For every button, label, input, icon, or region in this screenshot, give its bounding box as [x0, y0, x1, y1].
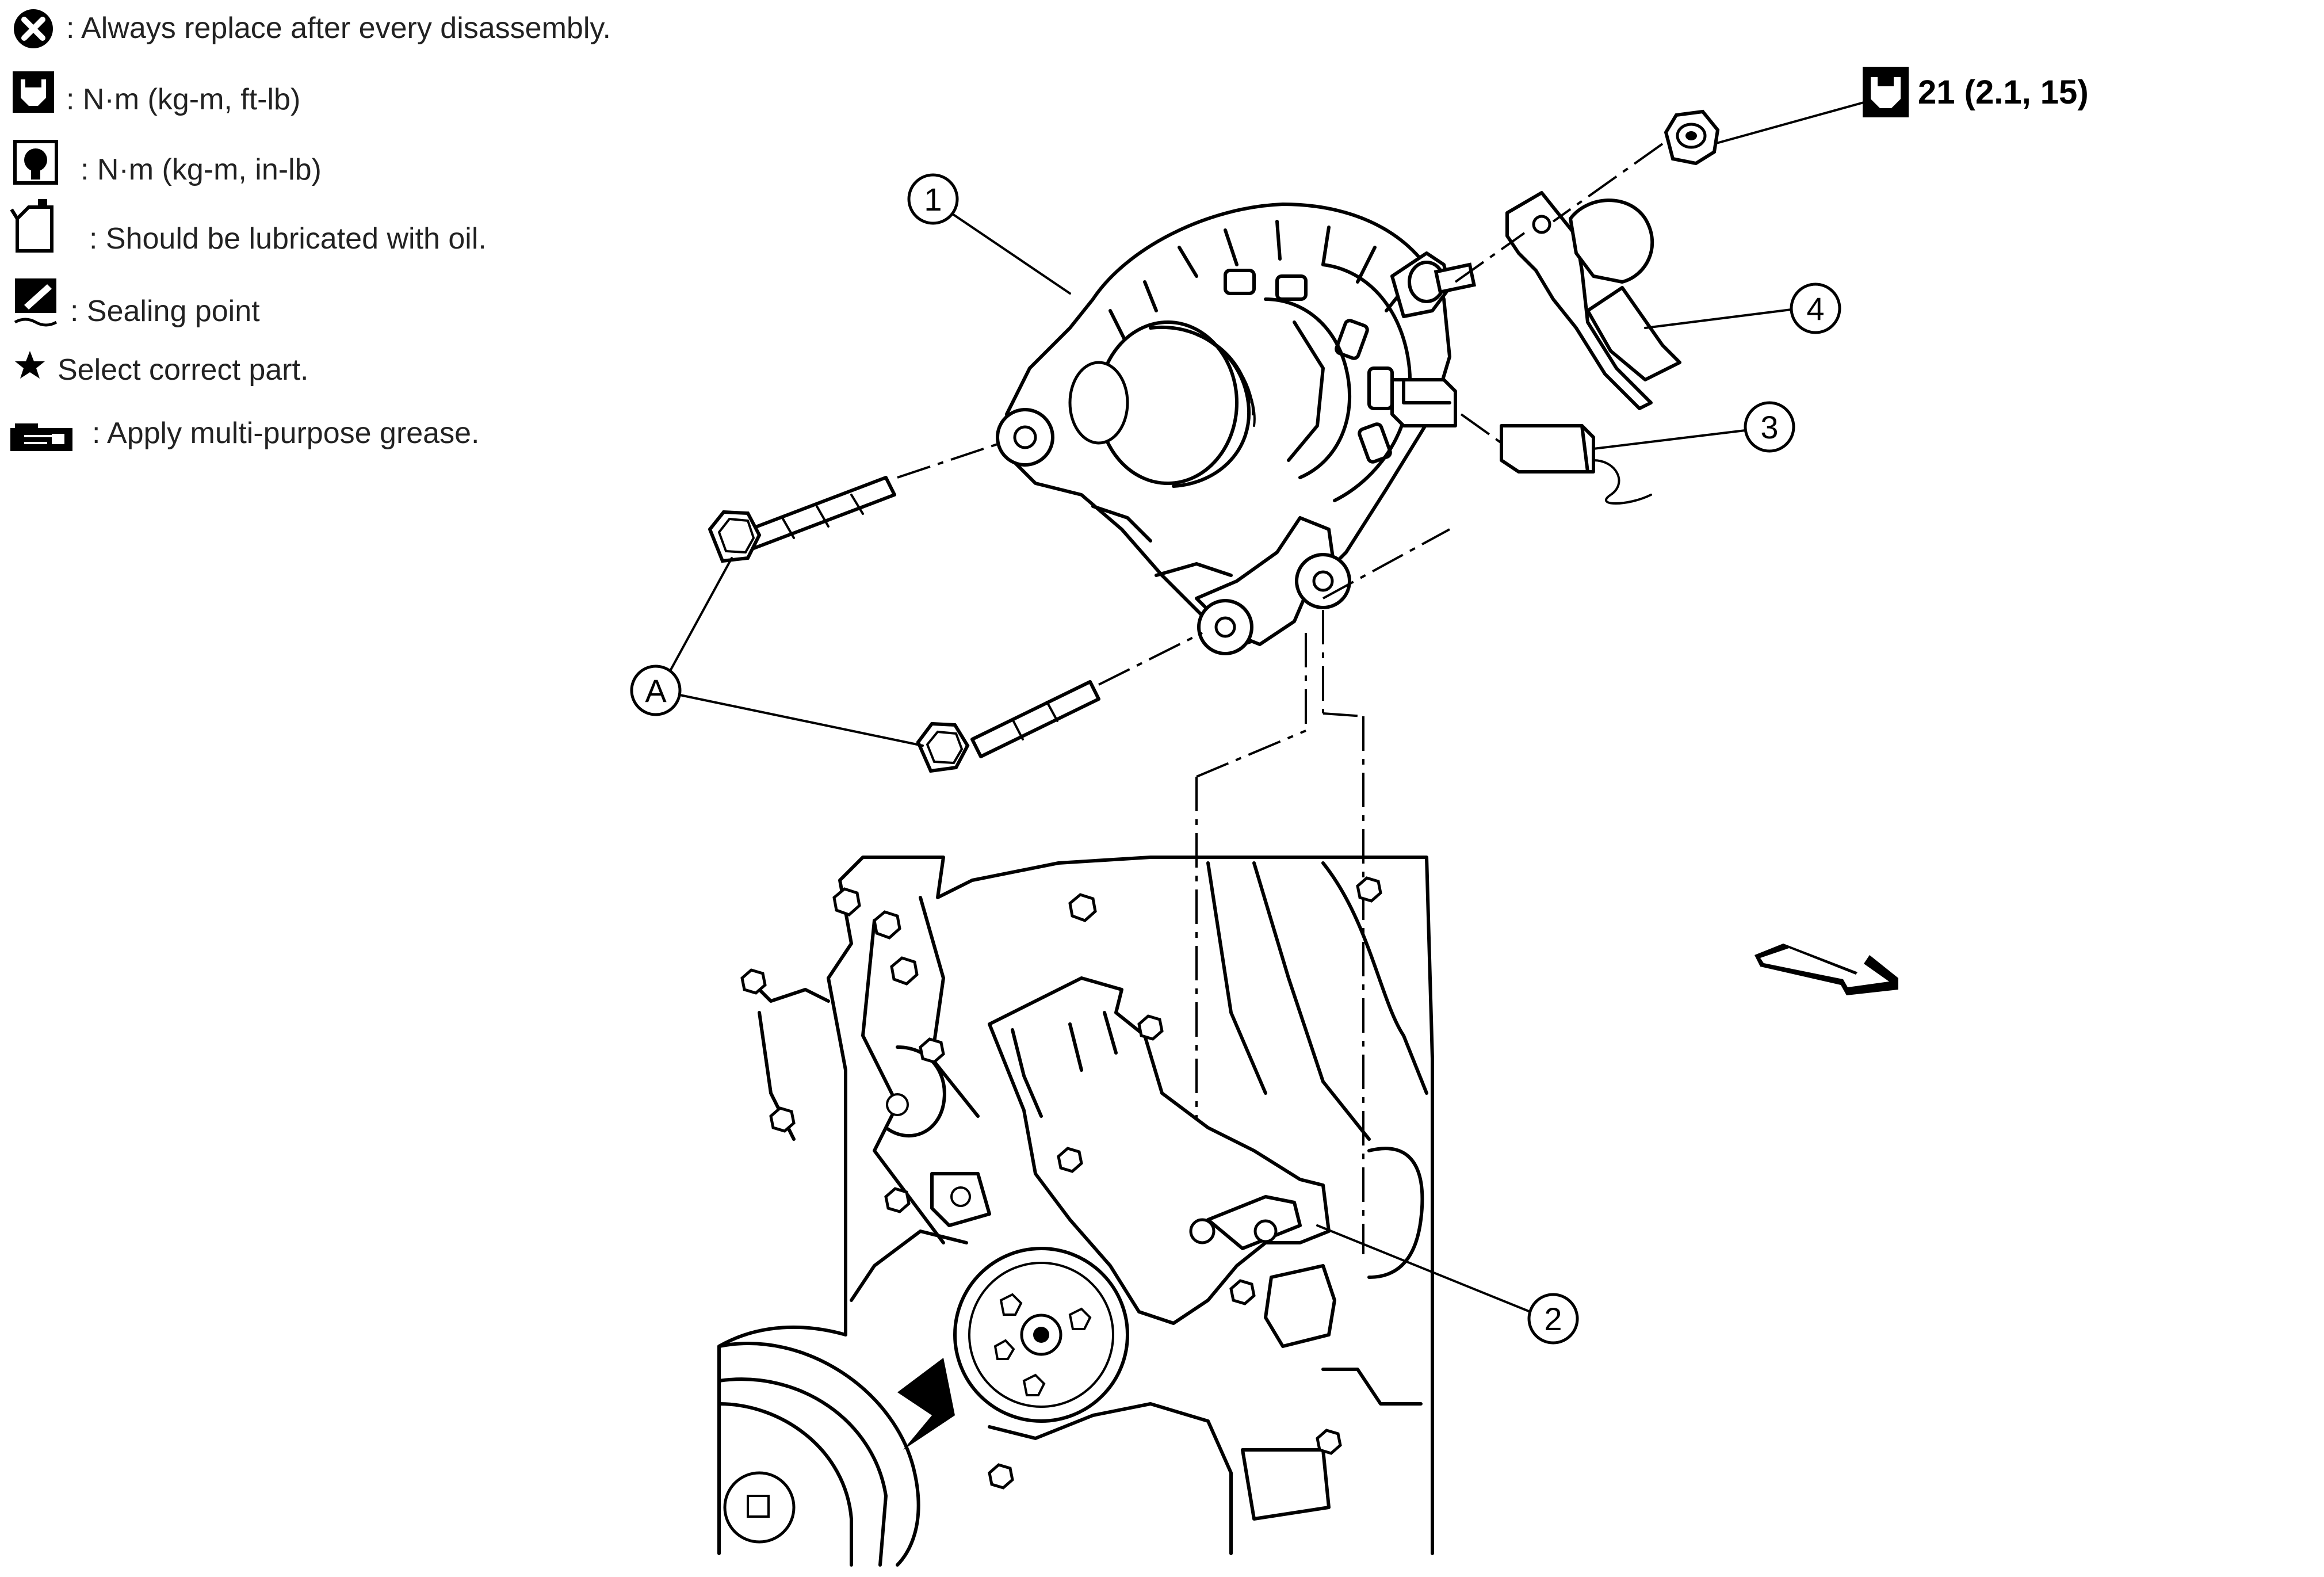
torque-ft-lb-icon	[13, 71, 54, 113]
svg-text:1: 1	[924, 181, 942, 217]
callout-A: A	[630, 557, 924, 747]
always-replace-icon	[14, 9, 53, 48]
star-icon	[15, 351, 45, 379]
crank-pulley	[717, 1342, 955, 1567]
alternator	[996, 203, 1476, 655]
legend-torque-in-lb: : N·m (kg-m, in-lb)	[81, 153, 322, 186]
callout-3: 3	[1592, 401, 1795, 453]
svg-text:A: A	[645, 673, 667, 709]
callout-4: 4	[1644, 282, 1841, 334]
alternator-bracket	[988, 976, 1336, 1348]
legend-torque-ft-lb: : N·m (kg-m, ft-lb)	[66, 83, 300, 116]
svg-text:4: 4	[1806, 291, 1824, 327]
callout-2: 2	[1316, 1224, 1579, 1345]
oil-can-icon	[10, 199, 53, 253]
bolt-upper	[708, 476, 896, 563]
legend-oil: : Should be lubricated with oil.	[89, 222, 487, 255]
engine-bolt-heads	[740, 876, 1382, 1490]
connector-socket	[1390, 378, 1457, 427]
legend-grease: : Apply multi-purpose grease.	[92, 417, 479, 450]
front-arrow-icon	[1755, 944, 1898, 995]
water-pump-pulley	[953, 1247, 1129, 1423]
callout-1: 1	[907, 173, 1071, 295]
mount-lug-lower	[1195, 516, 1351, 655]
legend-sealing: : Sealing point	[70, 295, 260, 328]
legend-always-replace: : Always replace after every disassembly…	[66, 12, 611, 45]
legend: : Always replace after every disassembly…	[10, 9, 611, 451]
grease-icon	[10, 423, 72, 451]
harness-bracket	[1505, 191, 1681, 410]
torque-spec: 21 (2.1, 15)	[1713, 67, 2089, 145]
b-terminal-stud	[1390, 251, 1476, 318]
alternator-pulley	[1068, 320, 1256, 488]
svg-text:3: 3	[1760, 409, 1778, 445]
sealing-point-icon	[14, 278, 58, 327]
torque-in-lb-icon	[13, 140, 58, 185]
mount-lug-upper	[996, 408, 1054, 467]
torque-ft-lb-icon	[1863, 67, 1909, 117]
torque-leader-line	[1713, 101, 1865, 145]
bolt-lower	[916, 680, 1100, 773]
legend-select-part: Select correct part.	[58, 353, 308, 387]
torque-value: 21 (2.1, 15)	[1918, 74, 2089, 111]
nut	[1664, 109, 1720, 166]
svg-text:2: 2	[1544, 1301, 1562, 1337]
engine-block	[717, 856, 1434, 1567]
harness-connector	[1500, 424, 1652, 505]
